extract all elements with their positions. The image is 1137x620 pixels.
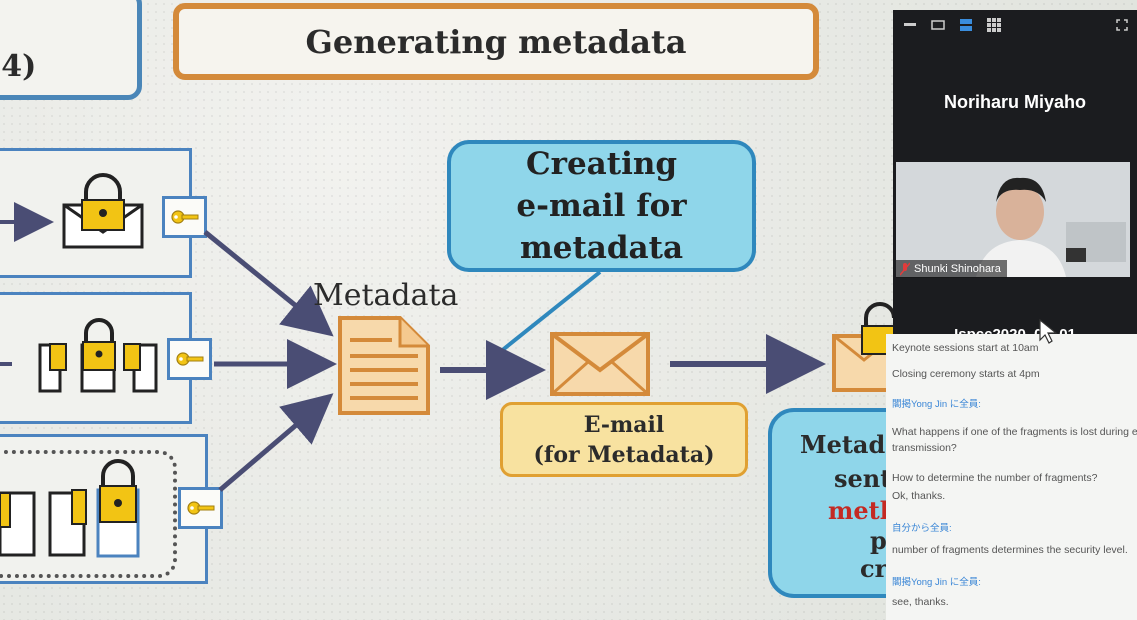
key-icon	[178, 487, 223, 529]
minimize-icon[interactable]	[901, 16, 919, 34]
chat-message: transmission?	[892, 442, 957, 454]
chat-message: What happens if one of the fragments is …	[892, 426, 1137, 438]
video-name-tag: Shunki Shinohara	[896, 260, 1007, 278]
chat-message: How to determine the number of fragments…	[892, 472, 1098, 484]
email-metadata-label: E-mail (for Metadata)	[500, 402, 748, 477]
lock-envelope-icon	[832, 302, 896, 392]
mouse-cursor-icon	[1038, 318, 1060, 348]
exit-fullscreen-icon[interactable]	[1113, 16, 1131, 34]
step-box: (4)	[0, 0, 142, 100]
key-icon	[167, 338, 212, 380]
send-line: sent	[834, 464, 892, 493]
email-line: (for Metadata)	[533, 441, 715, 468]
speaker-view-icon[interactable]	[957, 16, 975, 34]
chat-message: Keynote sessions start at 10am	[892, 342, 1039, 354]
send-line-red: meth	[828, 496, 898, 525]
send-line: Metada	[800, 430, 901, 459]
lock-envelope-icon	[38, 318, 158, 393]
chat-message: Ok, thanks.	[892, 490, 946, 502]
person-video-frame	[896, 162, 1130, 277]
chat-sender: 閣掲Yong Jin に全員:	[892, 577, 981, 588]
send-line: p	[870, 526, 887, 555]
participant-video	[896, 162, 1130, 277]
chat-message: Closing ceremony starts at 4pm	[892, 368, 1040, 380]
lock-envelope-icon	[62, 173, 144, 249]
callout-line: e-mail for	[516, 188, 687, 224]
video-name-label: Shunki Shinohara	[914, 263, 1001, 275]
slide-title: Generating metadata	[173, 3, 819, 80]
chat-sender: 自分から全員:	[892, 523, 952, 534]
mic-muted-icon	[899, 262, 911, 282]
email-line: E-mail	[583, 411, 665, 438]
document-icon	[338, 316, 430, 415]
participant-name: Noriharu Miyaho	[943, 92, 1086, 112]
callout-line: metadata	[519, 230, 684, 266]
gallery-view-icon[interactable]	[985, 16, 1003, 34]
metadata-label: Metadata	[313, 278, 459, 313]
video-panel: Noriharu Miyaho Shunki Shinohara Ispcc20…	[893, 10, 1137, 343]
lock-envelope-icon	[0, 459, 140, 558]
hide-video-icon[interactable]	[929, 16, 947, 34]
envelope-icon	[550, 332, 650, 396]
callout-creating-email: Creating e-mail for metadata	[447, 140, 756, 272]
chat-message: number of fragments determines the secur…	[892, 544, 1128, 556]
video-toolbar	[893, 10, 1137, 40]
chat-panel[interactable]: Keynote sessions start at 10am Closing c…	[886, 334, 1137, 620]
chat-sender: 閣掲Yong Jin に全員:	[892, 399, 981, 410]
chat-message: see, thanks.	[892, 596, 949, 608]
key-icon	[162, 196, 207, 238]
fragment-group-outline	[0, 450, 177, 578]
callout-line: Creating	[525, 146, 678, 182]
step-label: (4)	[0, 49, 37, 84]
